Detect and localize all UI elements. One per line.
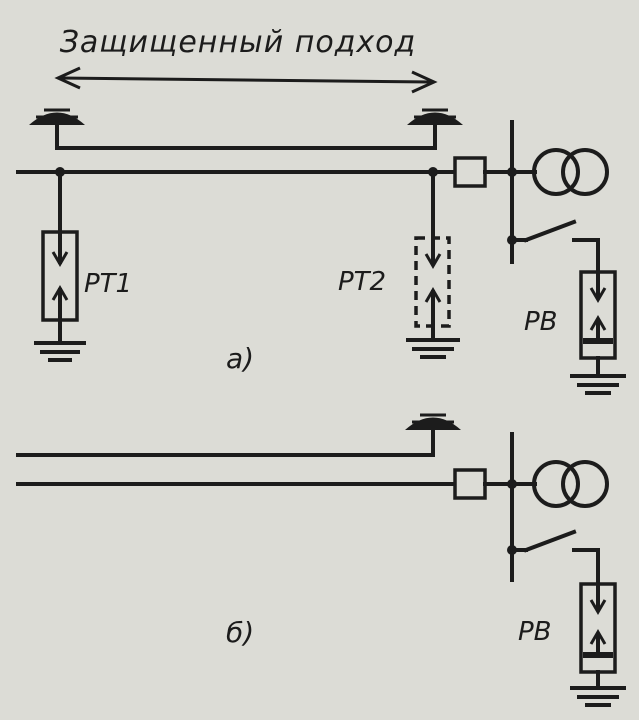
transformer-icon-b xyxy=(532,460,609,508)
circuit-breaker-b xyxy=(453,468,537,500)
label-rt1: РТ1 xyxy=(84,269,132,299)
protected-approach-title: Защищенный подход xyxy=(60,25,417,60)
label-rv-b: РВ xyxy=(518,617,552,647)
circuit-breaker-a xyxy=(453,156,537,188)
cable-support-icon-b xyxy=(405,413,461,430)
ground-wire-b xyxy=(16,426,435,457)
arrester-rv-b xyxy=(579,582,617,690)
ground-icon-rt1 xyxy=(34,341,86,362)
figure-label-a: а) xyxy=(226,342,254,375)
line-conductor-a xyxy=(16,167,459,177)
arrester-rt2 xyxy=(414,170,451,342)
disconnector-a xyxy=(510,219,600,274)
ground-icon-rt2 xyxy=(406,338,460,359)
transformer-icon-a xyxy=(532,148,609,196)
arrester-rt1 xyxy=(41,170,79,345)
arrester-rv-a xyxy=(579,270,617,378)
label-rv-a: РВ xyxy=(524,307,558,337)
label-rt2: РТ2 xyxy=(338,267,386,297)
figure-label-b: б) xyxy=(226,616,254,649)
ground-icon-rv-b xyxy=(570,686,626,707)
substation-bus-b xyxy=(507,432,517,582)
ground-icon-rv-a xyxy=(570,374,626,395)
disconnector-b xyxy=(510,529,600,586)
protected-approach-arrow xyxy=(54,66,438,94)
ground-wire-a xyxy=(55,123,437,150)
cable-support-icon-left xyxy=(29,108,85,125)
cable-support-icon-right xyxy=(407,108,463,125)
